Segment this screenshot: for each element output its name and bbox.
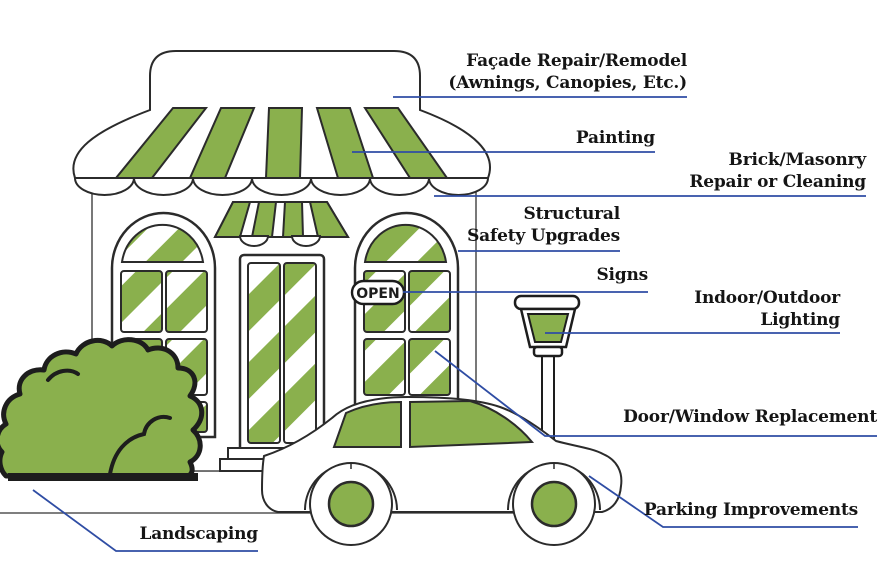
open-sign-text: OPEN — [356, 286, 399, 302]
label-lighting-line1: Indoor/Outdoor — [694, 288, 840, 308]
label-door-window-line1: Door/Window Replacement — [623, 407, 877, 427]
label-facade-repair: Façade Repair/Remodel (Awnings, Canopies… — [448, 50, 687, 94]
leader-parking — [588, 475, 858, 528]
label-facade-line1: Façade Repair/Remodel — [466, 51, 687, 71]
main-awning — [72, 50, 491, 196]
rear-hub — [530, 480, 578, 528]
label-brick-line1: Brick/Masonry — [728, 150, 867, 170]
label-door-window: Door/Window Replacement — [623, 406, 877, 428]
lamp-collar — [532, 345, 564, 358]
leader-landscaping — [32, 489, 258, 552]
front-hub — [327, 480, 375, 528]
awning-scallops — [73, 177, 490, 196]
label-brick-masonry: Brick/Masonry Repair or Cleaning — [689, 149, 866, 193]
label-landscaping-line1: Landscaping — [139, 524, 258, 544]
label-parking-line1: Parking Improvements — [643, 500, 858, 520]
label-signs: Signs — [596, 264, 648, 286]
car-rear-window — [409, 399, 535, 449]
label-structural-line1: Structural — [523, 204, 621, 224]
leader-door-window — [434, 350, 877, 437]
label-signs-line1: Signs — [596, 265, 648, 285]
street-lamp — [513, 294, 581, 461]
lamp-glass — [526, 313, 570, 343]
label-parking: Parking Improvements — [644, 499, 858, 521]
lamp-cap — [513, 294, 581, 311]
door — [238, 253, 326, 454]
leader-lines — [32, 96, 877, 552]
label-structural-safety: Structural Safety Upgrades — [467, 203, 620, 247]
label-painting: Painting — [576, 127, 655, 149]
bush — [0, 337, 205, 481]
label-painting-line1: Painting — [575, 128, 655, 148]
label-lighting-line2: Lighting — [760, 310, 840, 330]
label-facade-line2: (Awnings, Canopies, Etc.) — [448, 73, 687, 93]
car-front-window — [332, 400, 402, 448]
label-landscaping: Landscaping — [139, 523, 258, 545]
label-structural-line2: Safety Upgrades — [467, 226, 620, 246]
label-lighting: Indoor/Outdoor Lighting — [694, 287, 840, 331]
door-awning — [213, 201, 350, 247]
label-brick-line2: Repair or Cleaning — [689, 172, 866, 192]
open-sign: OPEN — [350, 279, 406, 306]
